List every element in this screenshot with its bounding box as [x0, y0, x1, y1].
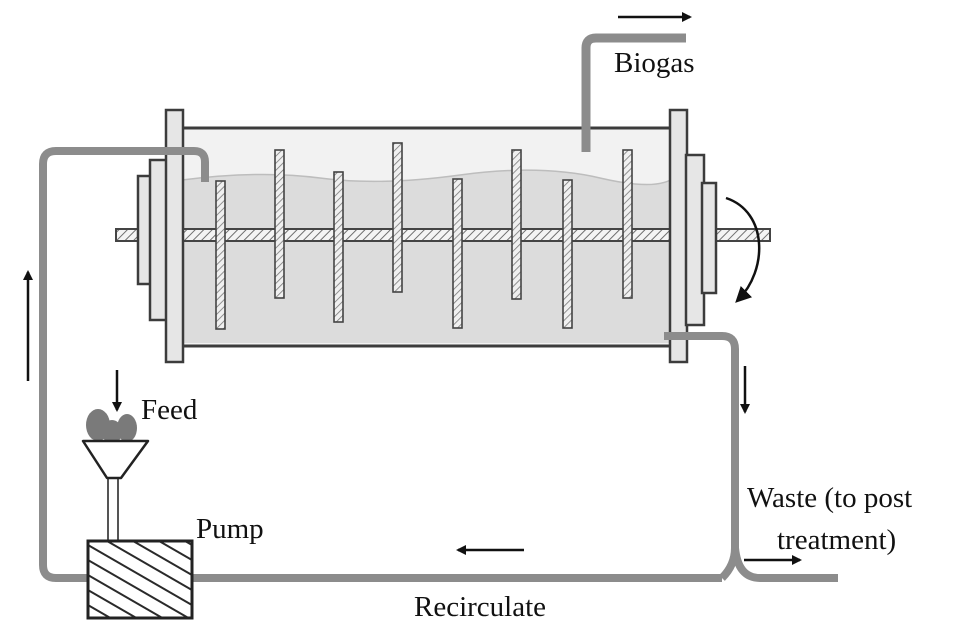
funnel-icon — [81, 409, 150, 480]
right-flange — [668, 108, 718, 364]
blade — [622, 149, 633, 299]
waste-label-line2: treatment) — [777, 524, 896, 556]
blade — [511, 149, 522, 300]
recirculate-label: Recirculate — [414, 591, 546, 623]
blade — [215, 180, 226, 330]
waste-label-line1: Waste (to post — [747, 482, 912, 514]
blade — [562, 179, 573, 329]
pump-label: Pump — [196, 513, 264, 545]
flow-arrows — [23, 12, 802, 565]
biogas-label: Biogas — [614, 47, 695, 79]
feed-label: Feed — [141, 394, 198, 426]
hatched-box-icon — [86, 539, 194, 620]
left-flange — [136, 108, 185, 364]
liquid — [182, 170, 676, 343]
curved-arrow-icon — [725, 196, 761, 303]
feed-line — [107, 477, 119, 543]
blade — [333, 171, 344, 323]
impeller-blades — [215, 142, 633, 330]
blade — [452, 178, 463, 329]
blade — [392, 142, 403, 293]
biogas-outlet-pipe — [581, 33, 686, 152]
blade — [274, 149, 285, 299]
